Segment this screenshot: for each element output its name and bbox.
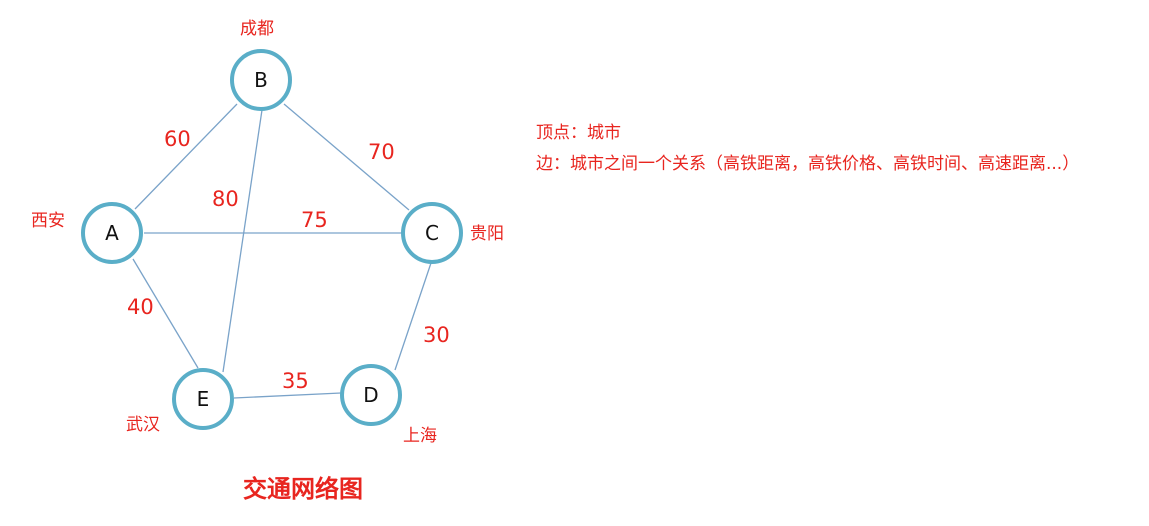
edge-e-d [233,392,342,399]
diagram-title: 交通网络图 [243,474,363,503]
node-d-label: D [363,383,378,407]
edge-a-e [132,258,199,369]
node-e: E [172,368,234,430]
node-c-label: C [425,221,439,245]
node-d: D [340,364,402,426]
weight-b-e: 80 [212,187,239,211]
city-label-d: 上海 [403,426,437,446]
weight-b-c: 70 [368,140,395,164]
node-e-label: E [197,387,210,411]
weight-a-b: 60 [164,127,191,151]
weight-c-d: 30 [423,323,450,347]
city-label-a: 西安 [31,211,65,231]
node-b-label: B [254,68,268,92]
edge-c-d [394,262,432,371]
note-vertex: 顶点：城市 [536,123,621,143]
weight-e-d: 35 [282,369,309,393]
note-edge: 边：城市之间一个关系（高铁距离，高铁价格、高铁时间、高速距离...） [536,154,1080,174]
edge-b-e [222,109,263,373]
node-a: A [81,202,143,264]
node-b: B [230,49,292,111]
edge-b-c [283,103,410,211]
weight-a-c: 75 [301,208,328,232]
city-label-b: 成都 [240,19,274,39]
weight-a-e: 40 [127,295,154,319]
city-label-e: 武汉 [126,415,160,435]
city-label-c: 贵阳 [470,224,504,244]
edge-a-b [134,103,238,210]
node-c: C [401,202,463,264]
node-a-label: A [105,221,119,245]
